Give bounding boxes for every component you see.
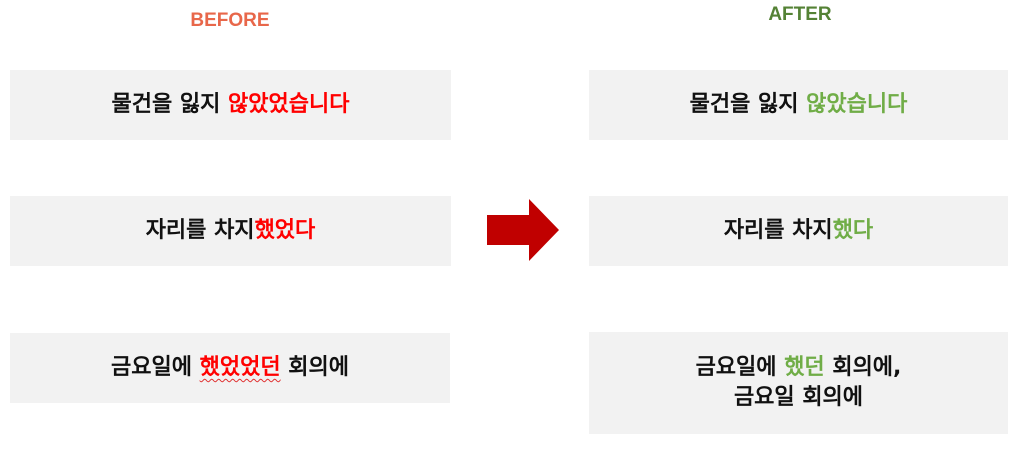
after-example-3-line-2: 금요일 회의에 bbox=[733, 385, 864, 410]
after-example-2-text: 자리를 차지했다 bbox=[724, 216, 873, 246]
before-example-2: 자리를 차지했었다 bbox=[10, 196, 451, 266]
before-example-3-suffix: 회의에 bbox=[280, 355, 349, 380]
before-example-3: 금요일에 했었었던 회의에 bbox=[10, 333, 450, 403]
before-example-2-text: 자리를 차지했었다 bbox=[146, 216, 316, 246]
after-example-2-plain: 자리를 차지 bbox=[723, 218, 833, 243]
after-example-2-highlight: 했다 bbox=[832, 218, 874, 243]
after-example-1: 물건을 잃지 않았습니다 bbox=[589, 70, 1008, 140]
after-example-3-suffix: 회의에, bbox=[824, 355, 902, 380]
after-example-1-text: 물건을 잃지 않았습니다 bbox=[690, 90, 908, 120]
after-example-2: 자리를 차지했다 bbox=[589, 196, 1008, 266]
before-example-1-highlight: 않았었습니다 bbox=[228, 92, 350, 117]
after-example-3-line-1: 금요일에 했던 회의에, bbox=[696, 353, 902, 383]
after-example-3: 금요일에 했던 회의에, 금요일 회의에 bbox=[589, 332, 1008, 434]
before-example-1-plain: 물건을 잃지 bbox=[111, 92, 229, 117]
right-arrow-icon bbox=[487, 199, 559, 261]
before-heading: BEFORE bbox=[190, 10, 270, 31]
after-example-1-plain: 물건을 잃지 bbox=[689, 92, 807, 117]
after-example-3-highlight: 했던 bbox=[784, 355, 825, 380]
before-example-2-plain: 자리를 차지 bbox=[145, 218, 255, 243]
before-example-3-highlight: 했었었던 bbox=[199, 355, 281, 380]
after-heading: AFTER bbox=[768, 4, 832, 25]
after-example-1-highlight: 않았습니다 bbox=[806, 92, 908, 117]
before-example-3-plain: 금요일에 bbox=[111, 355, 200, 380]
before-example-1: 물건을 잃지 않았었습니다 bbox=[10, 70, 451, 140]
after-example-3-plain: 금요일에 bbox=[695, 355, 785, 380]
right-arrow-shape bbox=[487, 199, 559, 261]
before-example-3-text: 금요일에 했었었던 회의에 bbox=[111, 353, 349, 383]
before-example-2-highlight: 했었다 bbox=[254, 218, 316, 243]
before-example-1-text: 물건을 잃지 않았었습니다 bbox=[112, 90, 350, 120]
